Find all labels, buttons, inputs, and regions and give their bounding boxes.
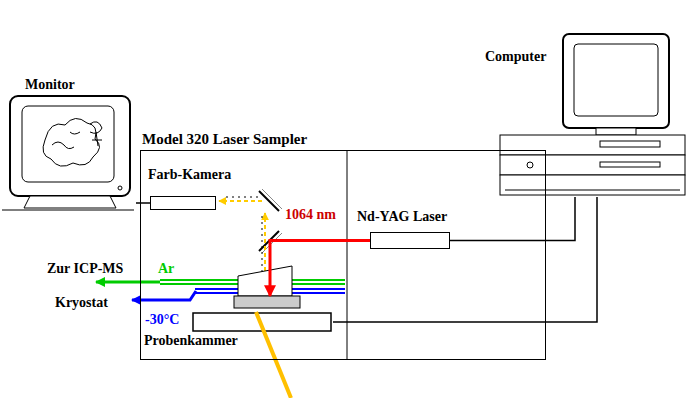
outlet-label: Zur ICP-MS	[47, 260, 123, 277]
monitor: Monitor	[8, 72, 136, 216]
cryostat-label: Kryostat	[55, 294, 108, 311]
laser-box-outline	[370, 232, 450, 249]
sample-chamber-drawing	[96, 266, 345, 398]
camera-box-outline	[150, 196, 216, 210]
edge-label-holder: 1064 nm	[285, 206, 336, 223]
sample-chamber-outline	[192, 296, 333, 336]
control-cable	[333, 197, 597, 322]
node-heading: Model 320 Laser Sampler	[142, 131, 307, 148]
divider-line	[347, 150, 348, 360]
label-holder: Kryostat	[55, 294, 108, 311]
temperature-label: -30°C	[145, 311, 179, 328]
node-heading: Farb-Kamera	[148, 166, 231, 183]
laser-beam	[270, 241, 370, 297]
node-heading: Monitor	[25, 76, 75, 93]
gas-label: Ar	[158, 260, 174, 277]
label-holder: Zur ICP-MS	[47, 260, 123, 277]
camera-box: Farb-Kamera	[146, 166, 235, 212]
video-cable	[136, 202, 150, 204]
sampler-housing: Model 320 Laser SamplerFarb-KameraNd-YAG…	[138, 128, 550, 362]
wavelength-label: 1064 nm	[285, 206, 336, 223]
label-holder: Ar	[158, 260, 174, 277]
control-cable	[450, 197, 575, 241]
monitor-drawing	[2, 96, 134, 210]
monitor-outline	[8, 94, 136, 216]
computer: Computer	[483, 30, 689, 200]
node-heading: Computer	[485, 48, 546, 65]
laser-box: Nd-YAG Laser	[354, 208, 474, 250]
node-heading: Probenkammer	[144, 332, 238, 349]
label-holder: -30°C	[145, 311, 179, 328]
node-heading: Nd-YAG Laser	[357, 208, 447, 225]
